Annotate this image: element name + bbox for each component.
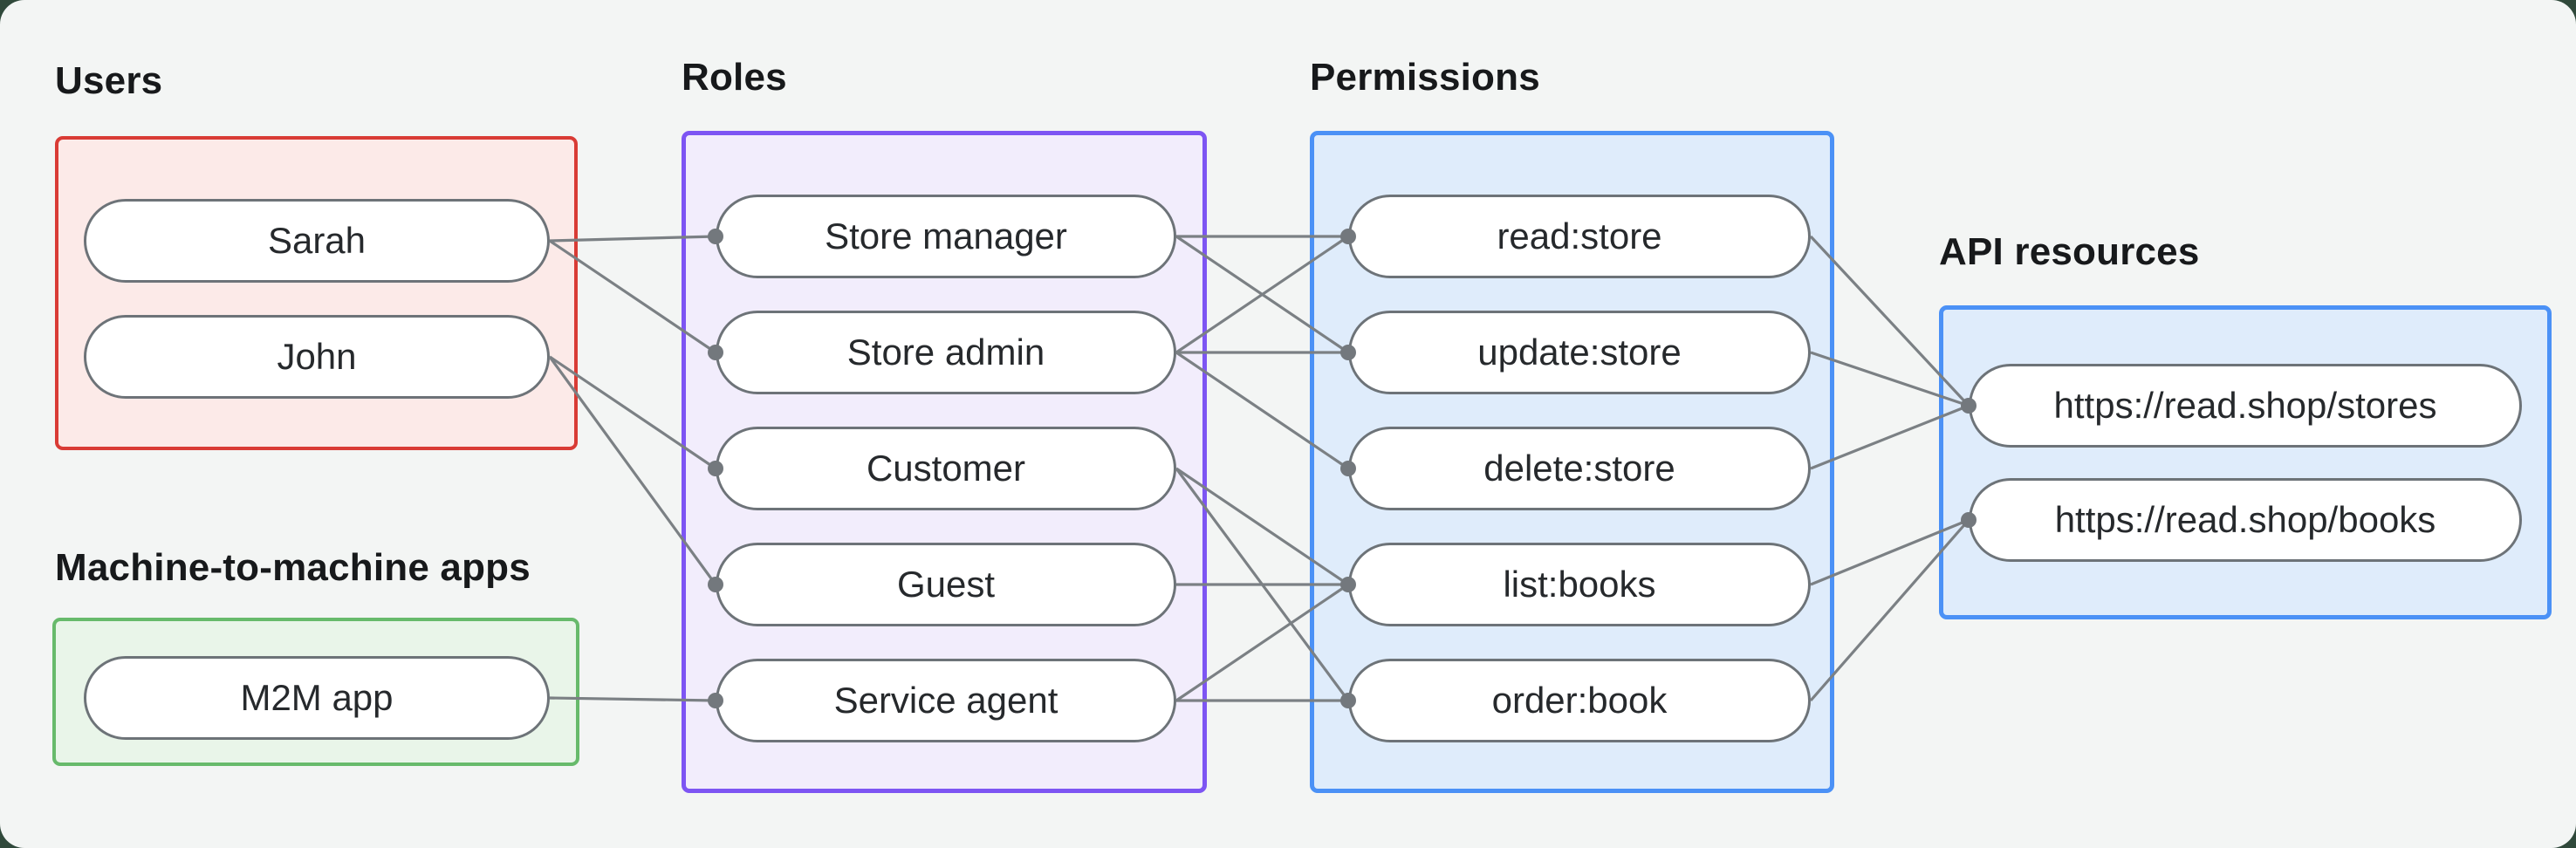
users-group-box — [55, 136, 578, 450]
node-order-book: order:book — [1348, 659, 1811, 742]
api-resources-group-box — [1939, 305, 2552, 619]
users-section-label: Users — [55, 59, 163, 102]
api-resources-section-label: API resources — [1939, 230, 2200, 273]
node-list-books: list:books — [1348, 543, 1811, 626]
node-customer: Customer — [716, 427, 1176, 510]
node-store-admin: Store admin — [716, 311, 1176, 394]
node-delete-store: delete:store — [1348, 427, 1811, 510]
roles-section-label: Roles — [682, 56, 787, 99]
node-m2m-app: M2M app — [84, 656, 550, 740]
node-store-manager: Store manager — [716, 195, 1176, 278]
node-read-store: read:store — [1348, 195, 1811, 278]
permissions-section-label: Permissions — [1310, 56, 1540, 99]
node-service-agent: Service agent — [716, 659, 1176, 742]
node-guest: Guest — [716, 543, 1176, 626]
node-update-store: update:store — [1348, 311, 1811, 394]
node-api-stores: https://read.shop/stores — [1969, 364, 2522, 448]
node-john: John — [84, 315, 550, 399]
node-sarah: Sarah — [84, 199, 550, 283]
node-api-books: https://read.shop/books — [1969, 478, 2522, 562]
m2m-section-label: Machine-to-machine apps — [55, 546, 531, 589]
